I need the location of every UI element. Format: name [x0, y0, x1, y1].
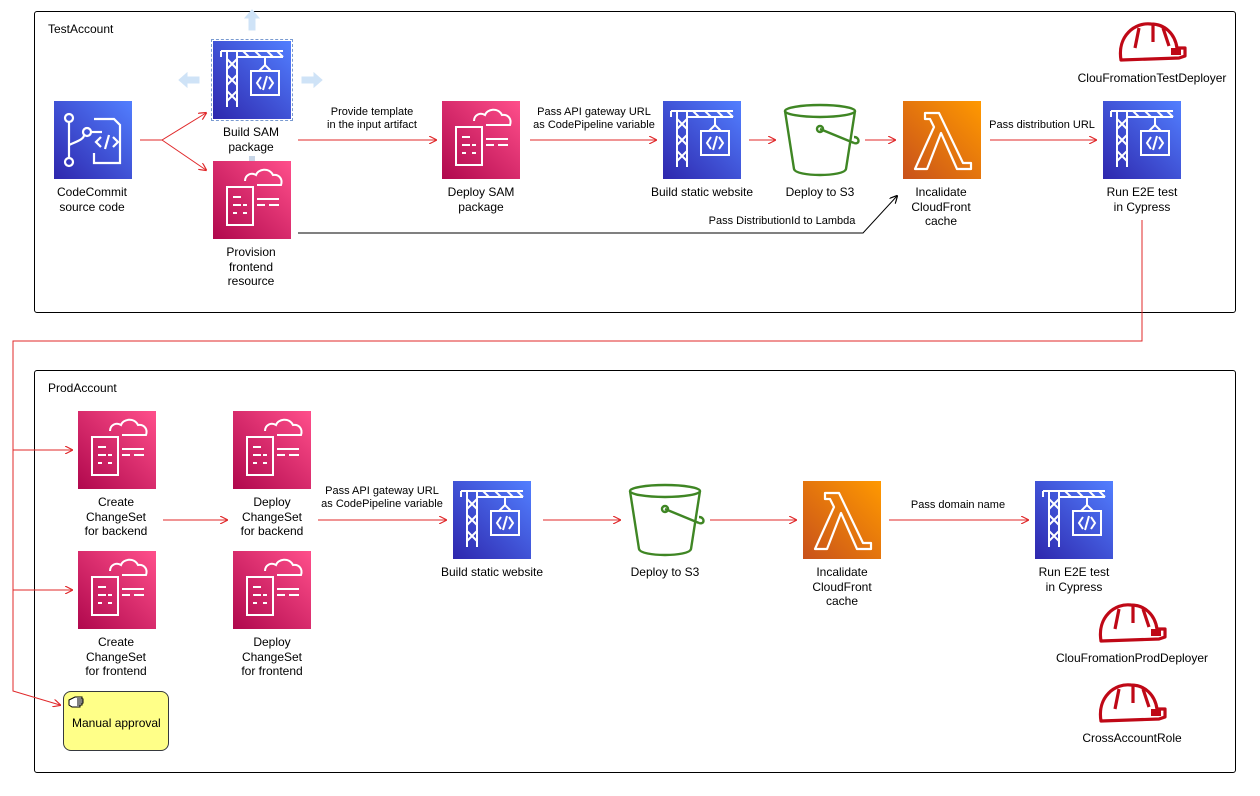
codebuild-icon	[663, 101, 741, 179]
edge-label-pass-distribution-id: Pass DistributionId to Lambda	[706, 215, 858, 228]
selection-arrow-left	[178, 71, 200, 89]
label-e2e-prod: Run E2E test in Cypress	[1038, 565, 1110, 594]
codebuild-icon	[1103, 101, 1181, 179]
cloudformation-icon	[78, 551, 156, 629]
label-build-sam: Build SAM package	[222, 125, 280, 154]
cloudformation-icon	[233, 551, 311, 629]
manual-approval-label: Manual approval	[72, 716, 161, 730]
edge-provision-to-invalidate	[298, 196, 897, 234]
codebuild-icon	[1035, 481, 1113, 559]
label-role-test-deployer: ClouFromationTestDeployer	[1077, 71, 1227, 85]
selection-arrow-up	[243, 9, 261, 31]
s3-bucket-icon	[627, 481, 705, 559]
label-deploy-sam: Deploy SAM package	[447, 185, 515, 214]
edge-label-pass-distribution: Pass distribution URL	[987, 119, 1097, 132]
edge-label-pass-domain: Pass domain name	[908, 499, 1008, 512]
label-build-static-test: Build static website	[650, 185, 754, 199]
cloudformation-icon	[442, 101, 520, 179]
label-deploy-s3-test: Deploy to S3	[785, 185, 855, 199]
edge-codecommit-to-provision	[161, 139, 206, 170]
lambda-icon	[803, 481, 881, 559]
lambda-icon	[903, 101, 981, 179]
edge-test-to-prod	[12, 220, 1143, 705]
label-codecommit: CodeCommit source code	[56, 185, 128, 214]
label-invalidate-test: Incalidate CloudFront cache	[911, 185, 971, 228]
label-role-cross-account: CrossAccountRole	[1082, 731, 1182, 745]
edge-label-pass-api-test: Pass API gateway URL as CodePipeline var…	[531, 106, 657, 132]
codecommit-icon	[54, 101, 132, 179]
manual-task-hand-icon	[68, 696, 84, 708]
s3-bucket-icon	[782, 101, 860, 179]
edge-codecommit-to-build	[140, 113, 206, 141]
label-deploy-frontend: Deploy ChangeSet for frontend	[241, 635, 303, 678]
label-build-static-prod: Build static website	[440, 565, 544, 579]
edge-label-provide-template: Provide template in the input artifact	[325, 106, 419, 132]
cloudformation-icon	[78, 411, 156, 489]
label-role-prod-deployer: ClouFromationProdDeployer	[1055, 651, 1209, 665]
manual-approval-task: Manual approval	[63, 691, 169, 751]
iam-role-helmet-icon	[1093, 679, 1173, 727]
label-invalidate-prod: Incalidate CloudFront cache	[812, 565, 872, 608]
edge-label-pass-api-prod: Pass API gateway URL as CodePipeline var…	[319, 485, 445, 511]
iam-role-helmet-icon	[1093, 599, 1173, 647]
label-create-backend: Create ChangeSet for backend	[84, 495, 148, 538]
cloudformation-icon	[233, 411, 311, 489]
selection-arrow-right	[301, 71, 323, 89]
label-deploy-backend: Deploy ChangeSet for backend	[240, 495, 304, 538]
label-provision: Provision frontend resource	[226, 245, 276, 288]
cloudformation-icon	[213, 161, 291, 239]
codebuild-icon	[453, 481, 531, 559]
prod-account-title: ProdAccount	[48, 381, 117, 395]
label-deploy-s3-prod: Deploy to S3	[630, 565, 700, 579]
test-account-title: TestAccount	[48, 22, 114, 36]
iam-role-helmet-icon	[1113, 18, 1193, 66]
label-create-frontend: Create ChangeSet for frontend	[85, 635, 147, 678]
label-e2e-test: Run E2E test in Cypress	[1106, 185, 1178, 214]
codebuild-icon	[213, 41, 291, 119]
selection-box	[211, 39, 293, 121]
